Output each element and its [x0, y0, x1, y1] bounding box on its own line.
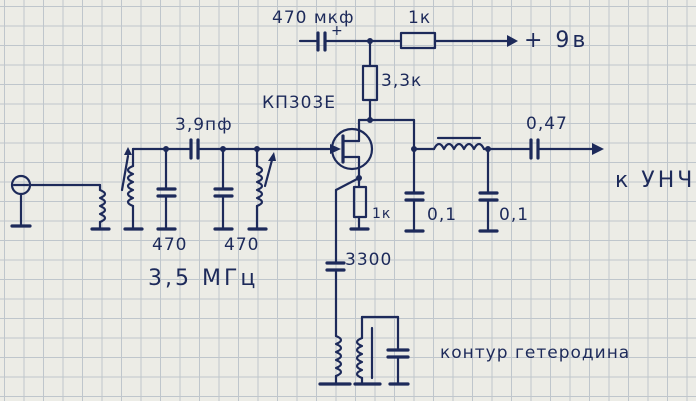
label-supply: + 9в: [524, 28, 589, 53]
label-cap-plus: +: [331, 23, 344, 39]
coil-oscillator-tap: [334, 334, 343, 378]
label-c-coupling: 3,9пф: [175, 115, 233, 135]
coil-input-primary: [98, 188, 107, 224]
coil-oscillator-tank: [355, 336, 364, 380]
choke-inductor: [432, 142, 486, 151]
transistor-kp303e: [298, 118, 374, 180]
label-c-filter1: 0,1: [427, 205, 458, 225]
coil-gate: [255, 164, 264, 208]
arrow-to-supply: [507, 35, 518, 47]
label-c-shunt2: 470: [224, 235, 260, 255]
label-output: к УНЧ: [615, 168, 696, 193]
label-transistor: КП303Е: [262, 93, 337, 113]
resistor-1k-top: [399, 31, 437, 50]
label-frequency: 3,5 МГц: [148, 266, 259, 291]
label-c-out: 0,47: [526, 114, 568, 134]
label-c-filter2: 0,1: [499, 205, 530, 225]
label-c-top: 470 мкф: [272, 8, 355, 28]
label-r-source: 1к: [372, 206, 392, 222]
label-osc-tank: контур гетеродина: [440, 343, 631, 363]
arrow-to-amp: [592, 143, 604, 155]
label-r-top: 1к: [408, 8, 432, 28]
label-c-shunt1: 470: [152, 235, 188, 255]
coil-input-secondary: [126, 164, 135, 208]
resistor-1k-source: [352, 185, 368, 219]
output-network: [368, 118, 604, 233]
label-r-drain: 3,3к: [381, 71, 423, 91]
label-c-source: 3300: [345, 250, 393, 270]
supply-line: [298, 31, 518, 52]
drain-resistor: [361, 39, 379, 123]
input-network: [10, 138, 302, 231]
source-network: [318, 175, 410, 386]
